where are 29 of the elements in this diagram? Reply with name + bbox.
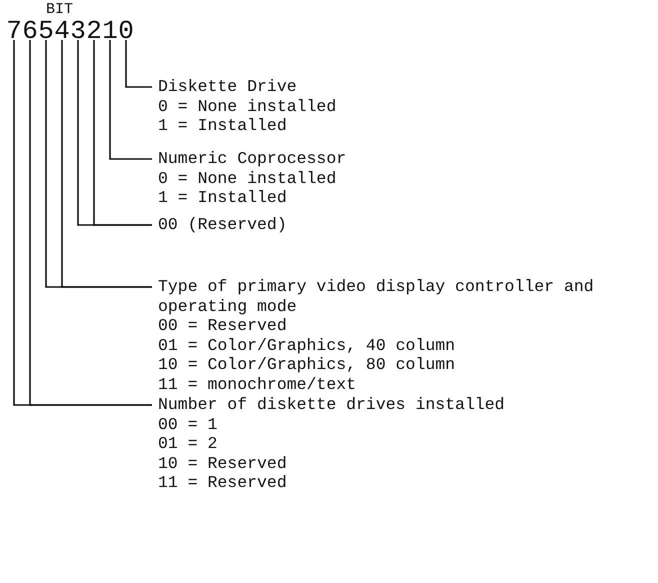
value-description: 11 = Reserved bbox=[158, 473, 288, 492]
value-description: 0 = None installed bbox=[158, 168, 338, 188]
field-description: Type of primary video display controller and operating mode bbox=[158, 277, 595, 316]
bit-number: 3 bbox=[70, 18, 86, 44]
field-description: 00 (Reserved) bbox=[158, 215, 288, 234]
value-description: 01 = 2 bbox=[158, 434, 218, 454]
leader-line bbox=[77, 40, 152, 226]
value-description: 00 = Reserved bbox=[158, 316, 288, 336]
value-description: 0 = None installed bbox=[158, 96, 338, 116]
value-description: 11 = monochrome/text bbox=[158, 374, 358, 394]
value-description: 00 = 1 bbox=[158, 414, 218, 434]
bit-heading: BIT bbox=[46, 2, 74, 17]
leader-line bbox=[109, 40, 152, 160]
bit-number: 4 bbox=[54, 18, 70, 44]
value-description: 1 = Installed bbox=[158, 188, 288, 208]
bit-number: 6 bbox=[22, 18, 38, 44]
value-description: 1 = Installed bbox=[158, 116, 288, 136]
bit-number: 5 bbox=[38, 18, 54, 44]
bit-number: 7 bbox=[6, 18, 22, 44]
value-description: 10 = Reserved bbox=[158, 454, 288, 473]
bit-number: 1 bbox=[102, 18, 118, 44]
field-description: Number of diskette drives installed bbox=[158, 395, 506, 414]
field-description: Numeric Coprocessor bbox=[158, 149, 348, 168]
leader-line bbox=[125, 40, 152, 88]
field-description: Diskette Drive bbox=[158, 77, 298, 96]
bit-number: 0 bbox=[118, 18, 134, 44]
value-description: 10 = Color/Graphics, 80 column bbox=[158, 355, 456, 374]
value-description: 01 = Color/Graphics, 40 column bbox=[158, 336, 456, 355]
bit-number: 2 bbox=[86, 18, 102, 44]
